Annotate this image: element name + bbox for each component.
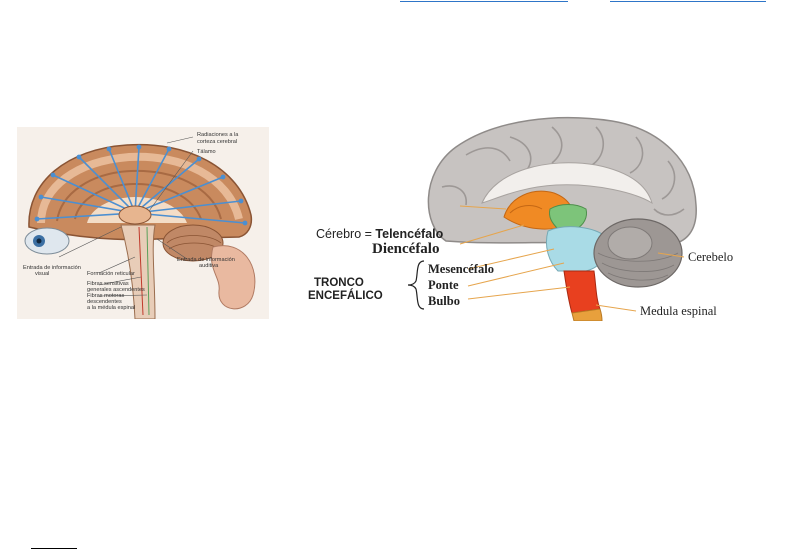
label-brainstem-1: TRONCO — [314, 277, 364, 289]
label-radiations-2: corteza cerebral — [197, 139, 237, 145]
label-pons: Ponte — [428, 278, 459, 292]
brain-divisions-figure: Cérebro = Telencéfalo Diencéfalo TRONCO … — [308, 117, 733, 321]
label-ascending-2: generales ascendentes — [87, 287, 145, 293]
label-radiations-1: Radiaciones a la — [197, 132, 239, 138]
brain-radiations-figure: Radiaciones a la corteza cerebral Tálamo… — [17, 127, 269, 319]
label-medulla: Bulbo — [428, 294, 460, 308]
label-cerebellum: Cerebelo — [688, 250, 733, 264]
label-auditory-1: Entrada de información — [177, 257, 235, 263]
label-motor-3: a la médula espinal — [87, 305, 135, 311]
footnote-rule — [31, 548, 77, 549]
label-reticular: Formación reticular — [87, 271, 135, 277]
label-motor-1: Fibras motoras — [87, 293, 125, 299]
label-thalamus: Tálamo — [197, 149, 216, 155]
label-brainstem-2: ENCEFÁLICO — [308, 289, 383, 302]
label-auditory-2: auditiva — [199, 263, 219, 269]
label-ascending-1: Fibras sensitivas — [87, 281, 129, 287]
label-motor-2: descendentes — [87, 299, 122, 305]
top-rule-left — [400, 1, 568, 2]
label-midbrain: Mesencéfalo — [428, 262, 494, 276]
label-visual-1: Entrada de información — [23, 265, 81, 271]
top-rule-right — [610, 1, 766, 2]
svg-text:Cérebro = Telencéfalo: Cérebro = Telencéfalo — [316, 227, 444, 241]
label-brain: Cérebro = — [316, 227, 375, 241]
label-spinal-cord: Medula espinal — [640, 304, 717, 318]
label-diencephalon: Diencéfalo — [372, 241, 439, 257]
label-telencephalon: Telencéfalo — [375, 227, 443, 241]
label-visual-2: visual — [35, 271, 49, 277]
